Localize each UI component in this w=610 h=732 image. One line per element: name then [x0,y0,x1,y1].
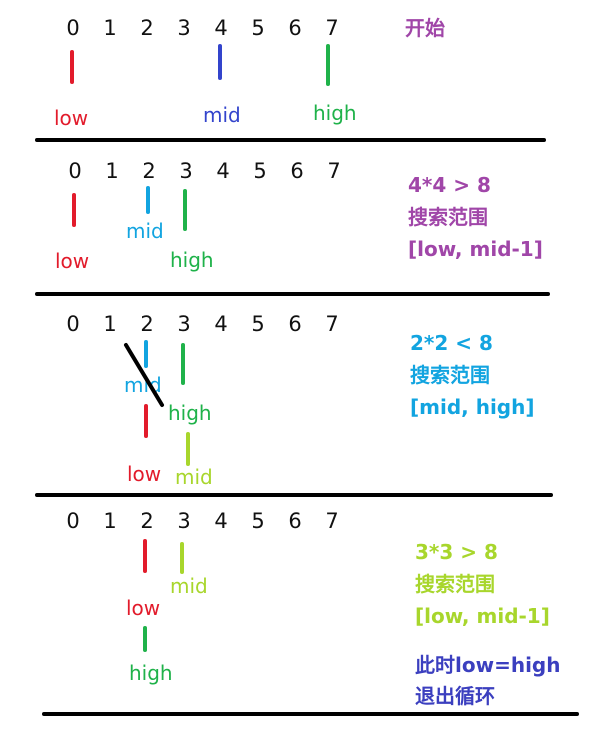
index-4: 4 [214,509,228,533]
result-line-1: 此时low=high [415,653,561,677]
step-2-condition: 4*4 > 8 [408,173,491,197]
old-mid-pointer [144,340,148,368]
index-4: 4 [214,16,228,40]
index-0: 0 [66,509,80,533]
index-0: 0 [66,312,80,336]
high-pointer [326,44,330,86]
high-label: high [129,661,173,685]
index-7: 7 [325,509,339,533]
result-line-2: 退出循环 [415,684,495,708]
index-5: 5 [253,159,267,183]
index-1: 1 [103,16,117,40]
step-4-condition: 3*3 > 8 [415,540,498,564]
divider-2 [35,292,550,296]
index-1: 1 [103,312,117,336]
index-4: 4 [214,312,228,336]
mid-pointer [218,44,222,80]
mid-label: mid [126,219,164,243]
index-1: 1 [103,509,117,533]
mid-pointer [146,186,150,214]
step-4-range-title: 搜索范围 [415,572,495,596]
index-3: 3 [177,312,191,336]
step-4-range: [low, mid-1] [415,604,550,628]
high-label: high [170,248,214,272]
index-0: 0 [66,16,80,40]
index-0: 0 [68,159,82,183]
low-pointer [144,404,148,438]
index-1: 1 [105,159,119,183]
index-7: 7 [325,16,339,40]
mid-pointer [180,542,184,574]
index-2: 2 [142,159,156,183]
mid-label: mid [170,574,208,598]
step-3-condition: 2*2 < 8 [410,331,493,355]
index-3: 3 [177,16,191,40]
low-label: low [127,462,162,486]
step-2-range: [low, mid-1] [408,237,543,261]
high-pointer [143,626,147,652]
index-6: 6 [288,312,302,336]
index-5: 5 [251,16,265,40]
low-label: low [54,106,89,130]
high-pointer [183,189,187,231]
step-3-range: [mid, high] [410,395,535,419]
step-2-range-title: 搜索范围 [408,205,488,229]
divider-1 [35,138,546,142]
index-2: 2 [140,509,154,533]
divider-4 [42,712,579,716]
step-3-range-title: 搜索范围 [410,363,490,387]
step-1-note: 开始 [405,16,445,40]
index-5: 5 [251,312,265,336]
index-2: 2 [140,16,154,40]
low-label: low [126,596,161,620]
index-7: 7 [327,159,341,183]
mid-pointer [186,432,190,466]
divider-3 [35,493,553,497]
index-7: 7 [325,312,339,336]
index-2: 2 [140,312,154,336]
low-pointer [70,50,74,84]
low-pointer [72,193,76,227]
low-pointer [143,539,147,573]
index-3: 3 [177,509,191,533]
index-6: 6 [288,509,302,533]
index-3: 3 [179,159,193,183]
index-4: 4 [216,159,230,183]
mid-label: mid [175,465,213,489]
index-6: 6 [290,159,304,183]
high-label: high [168,401,212,425]
low-label: low [55,249,90,273]
index-5: 5 [251,509,265,533]
high-pointer [181,343,185,385]
mid-label: mid [203,103,241,127]
index-6: 6 [288,16,302,40]
high-label: high [313,101,357,125]
